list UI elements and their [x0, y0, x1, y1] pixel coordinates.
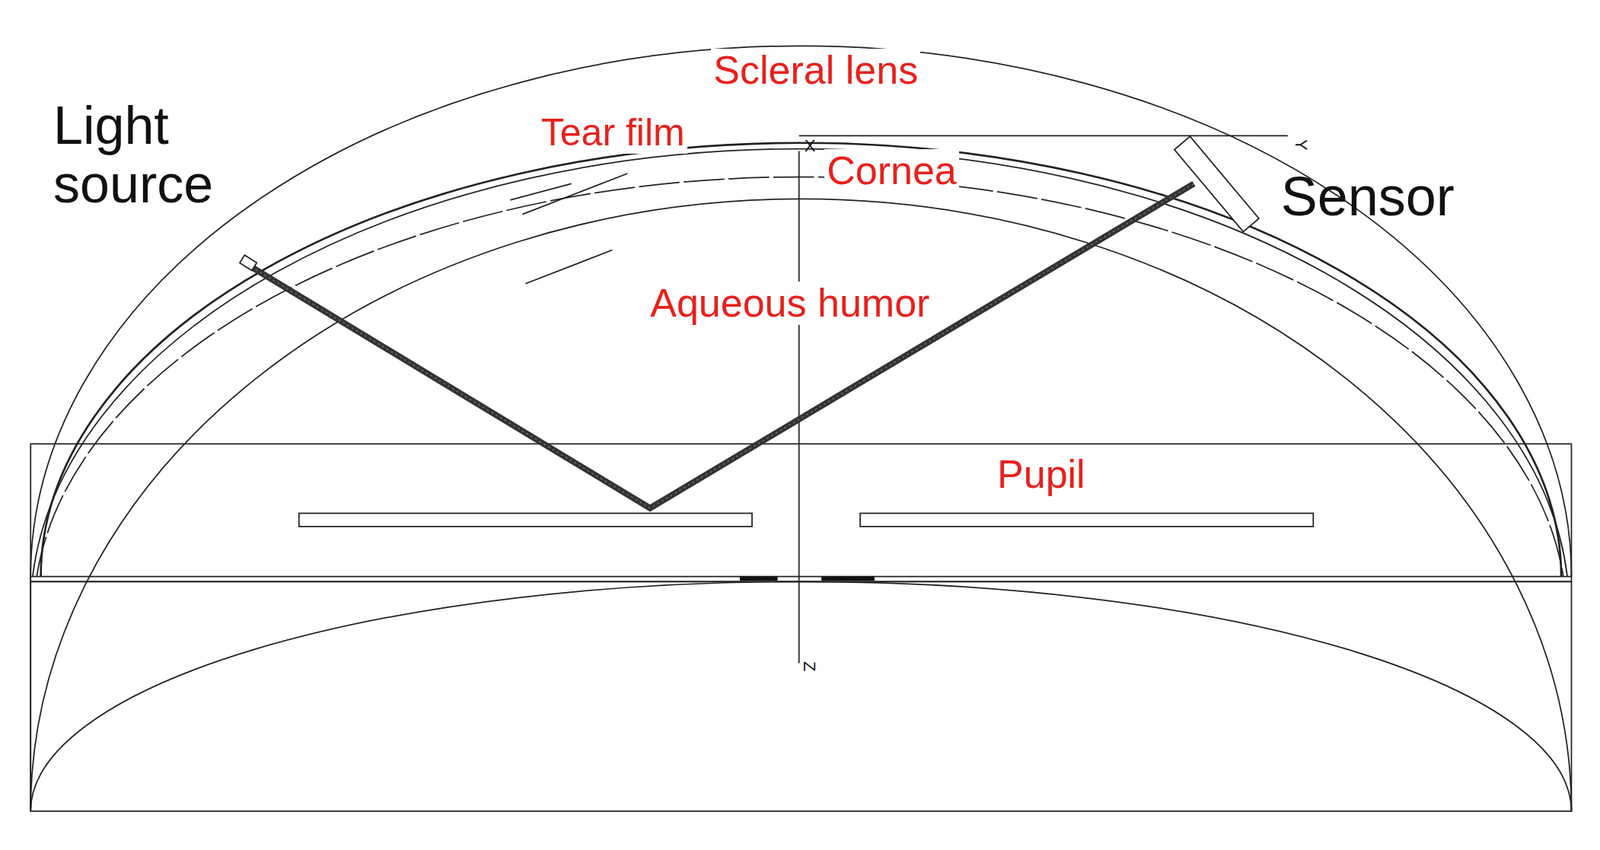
lens-arc: [30, 581, 1572, 812]
ray-hatch: [246, 183, 1194, 508]
lower-box: [30, 581, 1572, 812]
part-label: Aqueous humor: [647, 281, 932, 326]
light-source-emitter: [239, 254, 257, 271]
z-axis: [798, 150, 800, 663]
lens-mark: [739, 576, 778, 581]
cornea-outer: [41, 143, 1562, 577]
scleral-lens-inner: [32, 149, 1568, 577]
device-label: Sensor: [1278, 166, 1457, 227]
axis-label: X: [802, 137, 819, 156]
scleral-lens-outer: [30, 45, 1572, 577]
axis-label: Y: [1291, 137, 1310, 153]
fragment-line: [522, 173, 628, 215]
light-ray: [246, 183, 1194, 508]
pupil-bar: [299, 513, 753, 526]
part-label: Tear film: [538, 111, 688, 154]
cornea-gap-mark: [509, 183, 571, 200]
axis-label: Z: [800, 659, 819, 674]
anterior-band: [30, 443, 1572, 582]
pupil-bar: [860, 513, 1314, 526]
lens-mark: [821, 576, 875, 581]
part-label: Cornea: [824, 149, 960, 193]
part-label: Pupil: [994, 452, 1088, 497]
corner-line: [29, 576, 32, 812]
device-label: Light source: [50, 96, 262, 214]
part-label: Scleral lens: [710, 48, 921, 93]
tear-film-arc: [36, 177, 1563, 577]
sensor-body: [1174, 136, 1259, 232]
y-axis: [799, 134, 1288, 137]
band-line: [30, 576, 1572, 578]
cornea-inner: [30, 198, 1572, 812]
fragment-line: [525, 250, 612, 284]
